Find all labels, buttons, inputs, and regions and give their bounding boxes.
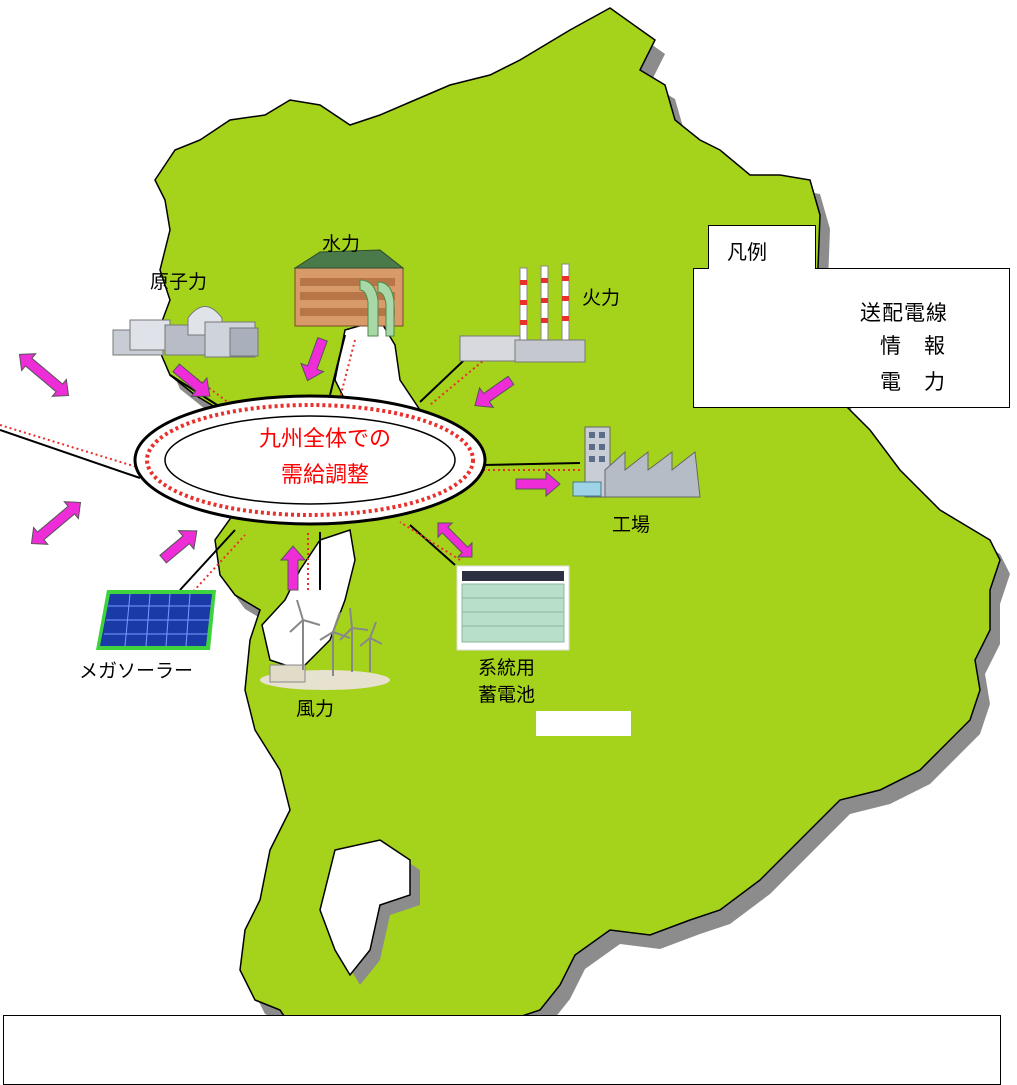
center-label-line1: 九州全体での <box>258 427 391 452</box>
legend-box <box>693 268 1010 408</box>
label-nuclear: 原子力 <box>150 271 208 293</box>
wind-farm-icon <box>260 599 390 690</box>
arrow-factory <box>515 470 561 498</box>
arrow-hydro <box>300 336 328 382</box>
kyushu-island <box>154 7 1001 1063</box>
legend-information-label: 情 報 <box>880 334 946 358</box>
arrow-solar <box>159 530 198 564</box>
center-label: 九州全体での 需給調整 <box>170 422 480 494</box>
thermal-plant-icon <box>459 263 586 363</box>
label-battery-line1: 系統用 <box>478 657 536 679</box>
arrow-nuclear <box>172 363 211 397</box>
kagoshima-bay <box>319 839 411 977</box>
center-ellipse-inner <box>164 415 456 505</box>
double-arrow-nw <box>18 353 70 397</box>
bottom-text-box <box>3 1015 1001 1085</box>
factory-icon <box>572 426 701 498</box>
blank-patch <box>536 711 631 736</box>
legend-transmission-label: 送配電線 <box>860 301 948 325</box>
hydro-plant-icon <box>293 249 405 337</box>
power-arrows <box>18 336 561 591</box>
battery-icon <box>456 565 570 651</box>
double-arrow-sw <box>30 501 82 545</box>
nuclear-plant-icon <box>112 306 259 358</box>
label-wind: 風力 <box>296 698 335 720</box>
legend-title: 凡例 <box>708 225 816 269</box>
label-thermal: 火力 <box>582 287 621 309</box>
information-lines <box>0 339 580 596</box>
label-battery-line2: 蓄電池 <box>478 684 536 706</box>
label-hydro: 水力 <box>322 233 361 255</box>
label-factory: 工場 <box>612 514 651 536</box>
center-ellipse-dotted <box>145 403 475 517</box>
legend-power-label: 電 力 <box>880 370 946 394</box>
solar-panel-icon <box>96 590 216 650</box>
arrow-wind <box>279 545 307 591</box>
arrow-thermal <box>474 375 515 409</box>
double-arrow-battery <box>437 522 473 558</box>
label-solar: メガソーラー <box>79 660 194 682</box>
center-label-line2: 需給調整 <box>280 463 369 488</box>
